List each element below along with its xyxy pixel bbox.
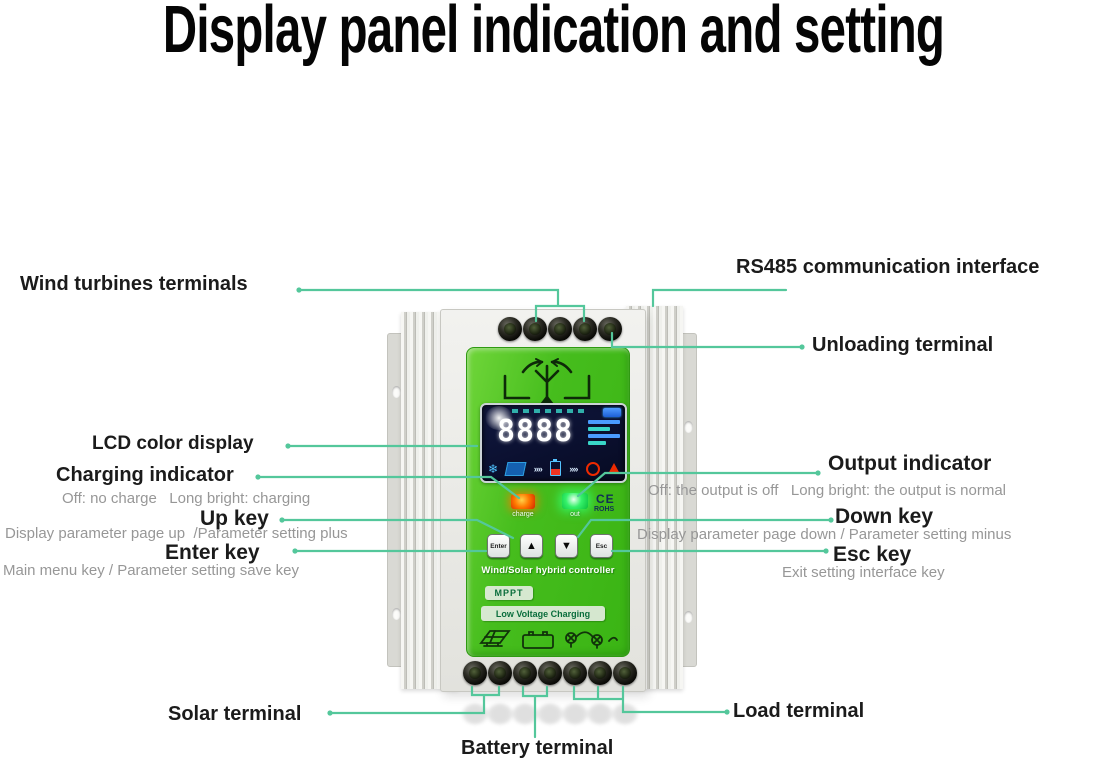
lcd-color-display: 8888 ❄ »» »» — [480, 403, 627, 483]
lcd-mode-badge — [603, 408, 621, 417]
mppt-badge: MPPT — [485, 586, 533, 600]
terminal-screw — [463, 661, 487, 685]
output-led-label: out — [570, 511, 580, 518]
charging-led-label: charge — [512, 511, 534, 518]
terminal-screw — [463, 703, 487, 725]
terminal-screw — [488, 661, 512, 685]
label-wind-terminals: Wind turbines terminals — [20, 273, 248, 295]
label-enter-key-desc: Main menu key / Parameter setting save k… — [3, 562, 299, 579]
label-charging-desc: Off: no charge Long bright: charging — [62, 490, 311, 507]
terminal-screw — [488, 703, 512, 725]
mounting-hole — [392, 386, 401, 398]
esc-button-label: Esc — [595, 542, 608, 550]
terminal-screw — [538, 703, 562, 725]
terminal-screw — [538, 661, 562, 685]
label-solar-terminal: Solar terminal — [168, 703, 302, 725]
wind-turbine-icon — [503, 358, 591, 404]
mounting-hole — [684, 611, 693, 623]
terminal-reflection — [463, 703, 637, 725]
label-battery-terminal: Battery terminal — [461, 737, 614, 759]
terminal-screw — [588, 703, 612, 725]
rohs-mark: ROHS — [594, 506, 615, 513]
output-led — [562, 493, 588, 509]
lcd-icon-row: ❄ »» »» — [488, 459, 620, 477]
terminal-screw — [563, 703, 587, 725]
label-rs485: RS485 communication interface — [736, 256, 1040, 278]
label-up-key-desc: Display parameter page up /Parameter set… — [5, 525, 348, 542]
terminal-screw — [613, 703, 637, 725]
label-lcd: LCD color display — [92, 433, 254, 454]
label-charging: Charging indicator — [56, 464, 234, 486]
bottom-terminals — [463, 661, 637, 685]
lcd-glare — [485, 406, 513, 430]
hybrid-controller-device: 8888 ❄ »» »» charge out CE ROHS Enter — [387, 303, 697, 693]
label-output-desc: Off: the output is off Long bright: the … — [648, 482, 1007, 499]
solar-panel-icon — [504, 461, 527, 476]
label-up-key: Up key — [200, 507, 269, 530]
terminal-screw — [513, 661, 537, 685]
terminal-screw — [573, 317, 597, 341]
terminal-screw — [563, 661, 587, 685]
battery-gauge-icon — [550, 459, 562, 476]
low-voltage-badge: Low Voltage Charging — [481, 606, 605, 621]
terminal-screw — [523, 317, 547, 341]
down-button: ▼ — [555, 534, 578, 558]
front-panel: 8888 ❄ »» »» charge out CE ROHS Enter — [466, 347, 630, 657]
esc-button: Esc — [590, 534, 613, 558]
label-output: Output indicator — [828, 452, 992, 475]
terminal-screw — [498, 317, 522, 341]
lcd-reading: 8888 — [497, 414, 574, 449]
label-unloading: Unloading terminal — [812, 334, 994, 356]
top-terminals — [498, 317, 622, 341]
charging-led — [511, 494, 535, 509]
down-arrow-icon: ▼ — [561, 539, 572, 552]
mounting-hole — [392, 608, 401, 620]
product-name: Wind/Solar hybrid controller — [481, 565, 615, 576]
lcd-status-segments — [512, 409, 588, 413]
figure-title: Display panel indication and setting — [162, 0, 945, 67]
load-clamp-icon — [585, 461, 600, 476]
ce-mark: CE — [596, 492, 615, 506]
enter-button: Enter — [487, 534, 510, 558]
up-button: ▲ — [520, 534, 543, 558]
terminal-screw — [588, 661, 612, 685]
warning-triangle-icon — [607, 463, 620, 474]
terminal-screw — [513, 703, 537, 725]
up-arrow-icon: ▲ — [526, 539, 537, 552]
label-esc-key: Esc key — [833, 543, 912, 566]
lcd-side-gauges — [588, 420, 620, 445]
terminal-screw — [613, 661, 637, 685]
mounting-hole — [684, 421, 693, 433]
label-enter-key: Enter key — [165, 541, 260, 564]
enter-button-label: Enter — [490, 542, 507, 550]
flow-arrows-icon: »» — [533, 463, 543, 474]
terminal-screw — [548, 317, 572, 341]
label-esc-key-desc: Exit setting interface key — [782, 564, 945, 581]
label-down-key: Down key — [835, 505, 934, 528]
terminal-screw — [598, 317, 622, 341]
terminal-icons-row — [479, 630, 618, 649]
flow-arrows-icon: »» — [569, 463, 578, 474]
snowflake-icon: ❄ — [488, 461, 499, 476]
label-load-terminal: Load terminal — [733, 700, 865, 722]
label-down-key-desc: Display parameter page down / Parameter … — [637, 526, 1012, 543]
